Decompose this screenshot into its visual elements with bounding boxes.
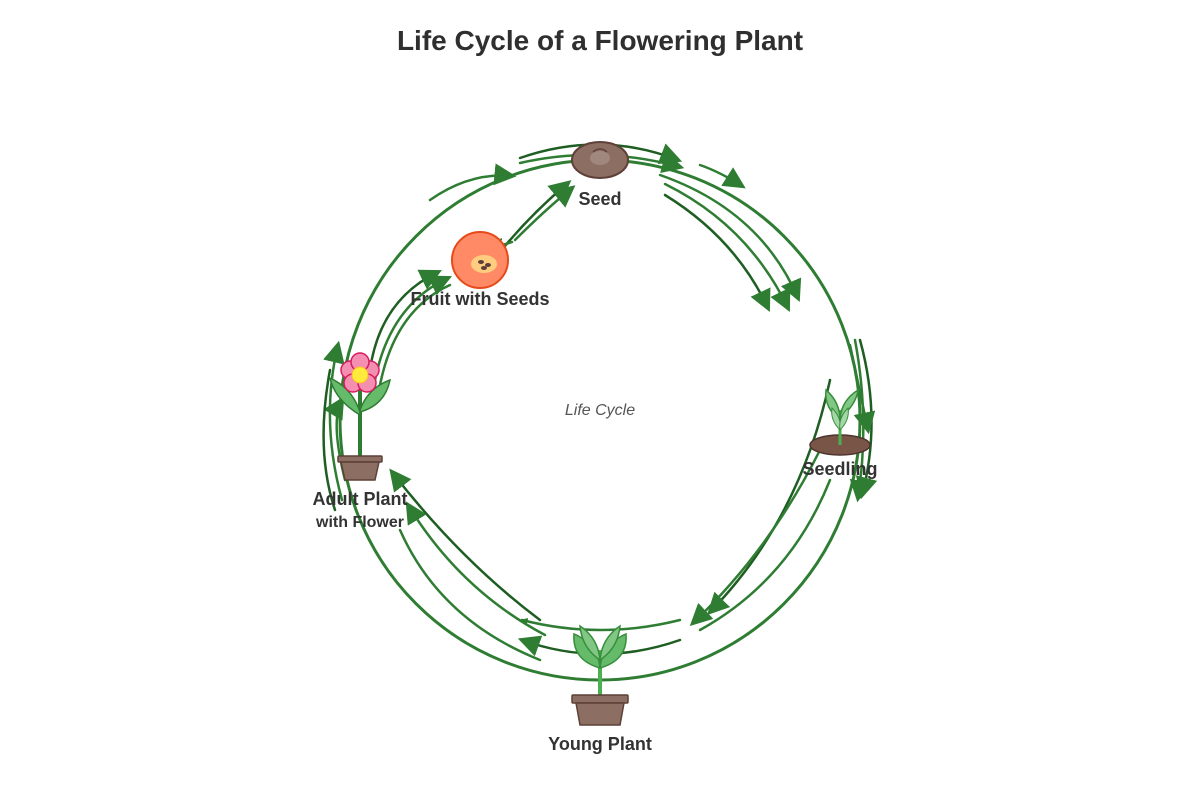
arrow-seed-seedling-3 bbox=[658, 173, 802, 303]
arrow-top-left bbox=[428, 163, 517, 202]
arrow-seedling-young-3 bbox=[698, 478, 832, 632]
arrow-seedling-young-1 bbox=[706, 378, 832, 616]
young-plant-label: Young Plant bbox=[548, 734, 652, 754]
arrow-young-adult-1 bbox=[389, 468, 542, 622]
arrow-right-3 bbox=[848, 343, 876, 435]
arrow-young-adult-2 bbox=[405, 501, 547, 637]
seedling-label: Seedling bbox=[802, 459, 877, 479]
arrow-fruit-seed-2 bbox=[513, 185, 576, 242]
arrow-adult-fruit-2 bbox=[373, 275, 452, 382]
diagram-title: Life Cycle of a Flowering Plant bbox=[397, 25, 803, 56]
arrow-seed-seedling-2 bbox=[663, 182, 791, 312]
arrow-seedling-young-2 bbox=[689, 448, 822, 627]
cycle-ring bbox=[338, 158, 862, 682]
adult-plant-icon bbox=[328, 352, 391, 481]
arrow-young-adult-3 bbox=[398, 528, 542, 662]
fruit-icon bbox=[451, 231, 509, 289]
arrow-top-right bbox=[698, 163, 746, 189]
arrow-left-1 bbox=[323, 340, 345, 502]
arrow-adult-fruit-3 bbox=[378, 283, 452, 387]
arrow-seed-seedling-1 bbox=[663, 193, 771, 312]
fruit-label: Fruit with Seeds bbox=[410, 289, 549, 309]
seed-icon bbox=[571, 141, 629, 179]
arrow-adult-fruit-1 bbox=[368, 269, 442, 372]
center-label: Life Cycle bbox=[565, 402, 635, 419]
adult-plant-sublabel: with Flower bbox=[315, 514, 404, 531]
seed-label: Seed bbox=[578, 189, 621, 209]
young-plant-icon bbox=[571, 624, 629, 726]
arrow-bottom-2 bbox=[520, 617, 682, 632]
arrow-left-3 bbox=[322, 368, 337, 512]
adult-plant-label: Adult Plant bbox=[313, 489, 408, 509]
seedling-icon bbox=[809, 388, 871, 456]
